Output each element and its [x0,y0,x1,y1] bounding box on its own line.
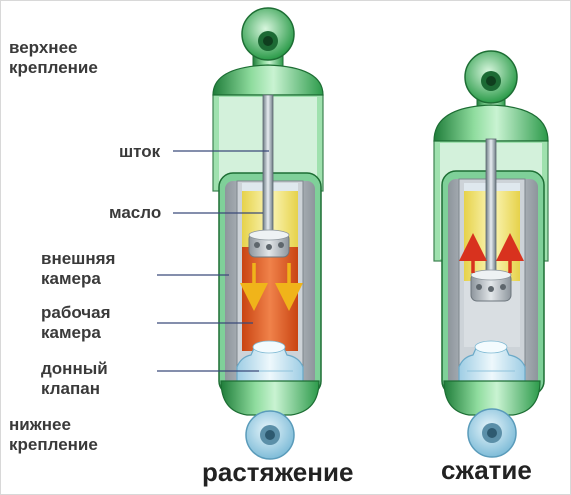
label-bottom-mount-line-2: крепление [9,435,98,454]
top-mount-extension [241,7,295,76]
bottom-mount-compression [443,380,541,458]
label-oil: масло [109,203,162,222]
label-outer-chamber-line-1: внешняя [41,249,116,268]
label-bottom-valve-line-1: донный [41,359,108,378]
piston-extension [248,229,290,258]
leader-lines [157,150,269,372]
rod-extension [262,94,274,246]
top-mount-compression [464,50,518,112]
bottom-mount-extension [220,380,320,460]
label-bottom-mount: нижнее крепление [9,415,98,455]
piston-compression [470,269,512,302]
label-working-chamber-line-2: камера [41,323,101,342]
label-outer-chamber-line-2: камера [41,269,101,288]
shock-extension [212,7,324,460]
label-top-mount: верхнее крепление [9,38,98,78]
bottom-valve-compression [458,340,526,384]
label-outer-chamber: внешняя камера [41,249,115,289]
label-bottom-valve: донный клапан [41,359,108,399]
flow-arrows-extension [240,263,303,311]
label-working-chamber-line-1: рабочая [41,303,111,322]
caption-extension: растяжение [202,457,354,487]
label-top-mount-line-1: верхнее [9,38,78,57]
shock-compression [433,50,549,458]
flow-arrows-compression [459,233,524,273]
label-bottom-valve-line-2: клапан [41,379,100,398]
label-working-chamber: рабочая камера [41,303,111,343]
caption-compression: сжатие [441,455,532,485]
label-top-mount-line-2: крепление [9,58,98,77]
label-rod: шток [119,142,161,161]
label-bottom-mount-line-1: нижнее [9,415,71,434]
rod-compression [485,138,497,278]
